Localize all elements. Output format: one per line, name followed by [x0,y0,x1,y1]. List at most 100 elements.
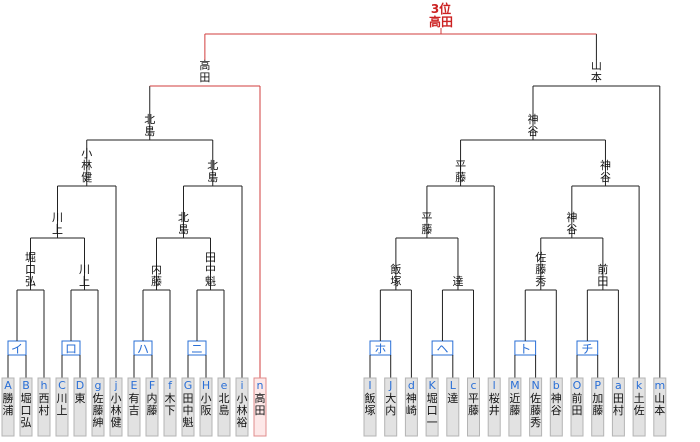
player-name-char: 神 [551,391,562,405]
player-name-char: 口 [21,404,32,417]
player-slot[interactable] [1,377,15,437]
player-name: 田中魁 [183,392,194,429]
player-name-char: 神 [406,391,417,405]
player-name: 小林裕 [237,392,248,429]
match-winner-label-char: 藤 [535,263,546,276]
player-slot[interactable] [217,377,231,437]
player-slot[interactable] [570,377,584,437]
player-name: 山本 [654,392,665,417]
player-slot[interactable] [145,377,159,437]
player-name: 神崎 [406,391,417,417]
player-seed: B [22,379,30,392]
player-seed: e [221,379,228,392]
match-winner-label-char: 小 [81,147,92,160]
match-winner-label: 平藤 [421,211,432,236]
match-winner-label-char: 飯 [390,262,401,276]
player-name: 内藤 [147,391,158,417]
player-name-char: 小 [237,392,248,405]
match-winner-label-char: 神 [566,210,577,224]
match-winner-label-char: 口 [25,263,36,276]
player-seed: m [654,379,665,392]
player-slot[interactable] [467,377,480,437]
player-slot[interactable] [109,377,123,437]
match-winner-label: 堀口弘 [25,251,36,288]
player-slot[interactable] [653,377,667,437]
match-winner-label-char: 平 [455,159,466,172]
player-name-char: 林 [237,403,248,417]
player-slot[interactable] [73,377,87,437]
player-slot[interactable] [611,377,625,437]
group-label: ニ [191,342,203,356]
match-winner-label: 平藤 [455,159,466,184]
player-slot[interactable] [199,377,213,437]
match-winner-label-char: 上 [52,223,63,236]
player-slot[interactable] [37,377,51,437]
player-name-char: 田 [613,392,624,405]
player-slot[interactable] [363,377,377,437]
match-winner-label: 前田 [597,262,608,288]
player-name-char: 藤 [93,404,104,417]
player-name-char: 川 [57,392,68,405]
match-winner-label: 内藤 [151,262,162,288]
group-label: ロ [65,342,77,356]
player-seed: C [58,379,66,392]
player-name: 小林健 [111,392,122,429]
player-name-char: 堀 [427,392,438,405]
player-slot[interactable] [508,377,522,437]
player-slot[interactable] [55,377,69,437]
player-slot[interactable] [549,377,563,437]
player-slot[interactable] [91,377,105,437]
match-winner-label-char: 健 [81,171,92,184]
group-label: チ [581,342,593,356]
player-slot[interactable] [127,377,141,437]
player-name: 北島 [219,392,230,417]
player-slot[interactable] [425,377,439,437]
player-seed: H [202,379,210,392]
player-name-char: 紳 [93,416,104,429]
player-seed: K [428,379,436,392]
player-slot[interactable] [591,377,605,437]
player-slot[interactable] [487,377,501,437]
player-slot[interactable] [632,377,646,437]
match-winner-label-char: 田 [597,275,608,288]
match-winner-label-char: 前 [597,262,608,276]
player-name-char: 田 [572,404,583,417]
player-slot[interactable] [529,377,543,437]
match-winner-label-char: 島 [207,170,218,184]
player-name-char: 秀 [530,416,541,429]
match-winner-label-char: 島 [178,222,189,236]
match-winner-label-char: 北 [178,211,189,224]
player-name-char: 桜 [489,391,500,405]
player-name: 堀口一 [427,392,438,429]
player-name: 前田 [572,391,583,417]
player-name-char: 藤 [530,404,541,417]
player-slot[interactable] [181,377,195,437]
player-name-char: 山 [654,392,665,405]
player-name-char: 村 [39,403,50,417]
player-slot[interactable] [404,377,418,437]
semifinal-winner-label: 高田 [199,58,210,84]
player-name: 大内 [385,391,396,417]
player-name-char: 藤 [509,404,520,417]
player-slot[interactable] [19,377,33,437]
match-winner-label-char: 神 [600,158,611,172]
player-name-char: 健 [111,416,122,429]
match-winner-label-char: 神 [528,112,539,126]
player-name: 加藤 [592,392,603,417]
match-winner-label: 佐藤秀 [535,250,546,288]
match-winner-label-char: 川 [79,263,90,276]
player-seed: L [450,379,457,392]
player-slot[interactable] [253,377,267,437]
match-winner-label-char: 上 [79,275,90,288]
match-winner-label-char: 堀 [25,251,36,264]
player-name: 佐藤紳 [93,391,104,429]
player-slot[interactable] [163,377,177,437]
group-label: ハ [137,342,149,356]
match-winner-label-char: 林 [81,158,92,172]
player-slot[interactable] [235,377,249,437]
player-name: 勝浦 [3,391,14,417]
player-slot[interactable] [384,377,398,437]
player-slot[interactable] [446,377,460,437]
player-name: 有吉 [129,391,140,417]
player-name-char: 高 [255,391,266,405]
